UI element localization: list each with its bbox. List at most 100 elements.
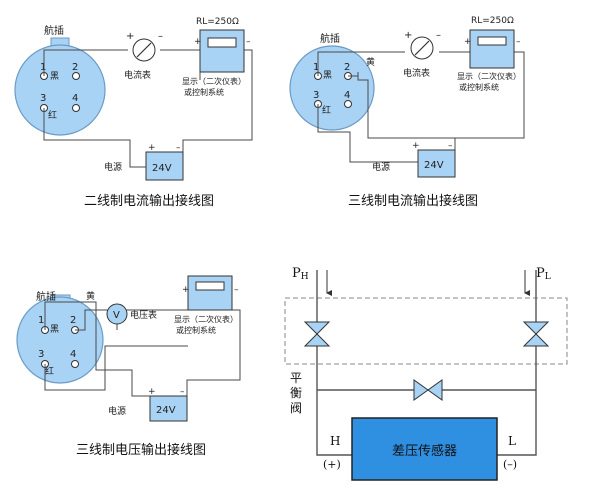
- pin-3-wire-color: 红: [322, 104, 331, 116]
- low-port-label: L: [508, 434, 516, 448]
- high-side-valve: [303, 321, 331, 335]
- wire-ammeter-to-display: [160, 49, 201, 80]
- wire-display-to-power: [186, 309, 241, 396]
- ammeter-needle: [136, 42, 152, 58]
- pin-3-wire-color: 红: [48, 109, 57, 121]
- pin-2: [72, 72, 80, 80]
- wire-ammeter-to-display: [439, 51, 471, 60]
- power-supply: [149, 395, 188, 422]
- pin-4: [344, 100, 352, 108]
- wire-pin3-to-voltmeter: [44, 345, 188, 391]
- wire-pin3-to-power: [317, 104, 418, 163]
- diagram-caption: 二线制电流输出接线图: [84, 193, 214, 209]
- high-port-label: H: [330, 434, 340, 448]
- pin-4: [71, 360, 79, 368]
- display-screen: [195, 281, 225, 291]
- display-minus: –: [246, 37, 251, 47]
- load-resistance-label: RL=250Ω: [471, 16, 514, 26]
- wire-pin3-to-power: [43, 108, 146, 168]
- diagram-caption: 三线制电压输出接线图: [76, 442, 206, 458]
- low-port-sign: (–): [503, 458, 517, 471]
- diagram-two-wire-current: 航插 1 2 3 4 黑 红 + – 电流表 RL=250Ω + – 显示（二次…: [14, 17, 253, 209]
- ph-label: PH: [292, 266, 309, 282]
- pin-4-number: 4: [70, 349, 76, 360]
- voltmeter-label: 电压表: [130, 309, 157, 321]
- pin-2-wire-color: 黄: [366, 56, 375, 68]
- valve-manifold-outline: [284, 297, 568, 365]
- ammeter-label: 电流表: [124, 69, 151, 81]
- balance-valve-label-3: 阀: [290, 401, 302, 415]
- wire-pin2-to-display: [75, 309, 188, 331]
- pin-2-wire-color: 黄: [86, 290, 95, 302]
- diagram-three-wire-voltage: 航插 1 2 3 4 黑 红 黄 V 电压表 + – 显示（二次仪表） 或控制系…: [16, 275, 241, 458]
- pin-3-number: 3: [313, 90, 319, 101]
- low-side-valve-lower: [522, 333, 550, 347]
- ammeter-minus: –: [158, 31, 163, 42]
- ammeter-minus: –: [436, 30, 441, 41]
- display-screen: [477, 36, 507, 46]
- wire-pin1-to-ammeter: [43, 49, 128, 76]
- power-minus: –: [448, 141, 453, 151]
- power-minus: –: [180, 387, 185, 397]
- differential-pressure-sensor: [351, 417, 498, 481]
- pin-3-wire-color: 红: [45, 365, 54, 377]
- aviation-connector: [16, 296, 104, 384]
- pin-1-number: 1: [313, 62, 319, 73]
- sensor-label: 差压传感器: [392, 443, 457, 459]
- display-screen: [207, 37, 237, 48]
- power-voltage: 24V: [424, 160, 444, 171]
- power-supply: [145, 151, 184, 181]
- display-instrument: [469, 29, 515, 69]
- pl-label: PL: [536, 266, 551, 282]
- pin-3-number: 3: [40, 93, 46, 104]
- connector-label: 航插: [320, 32, 340, 45]
- display-label-line1: 显示（二次仪表）: [457, 71, 521, 81]
- pin-4-number: 4: [344, 90, 350, 101]
- voltmeter-symbol: V: [113, 310, 120, 321]
- ammeter-plus: +: [404, 30, 412, 41]
- low-side-valve: [522, 321, 550, 335]
- pin-2-number: 2: [70, 315, 76, 326]
- display-plus: +: [182, 285, 190, 295]
- display-label-line2: 或控制系统: [459, 82, 499, 92]
- ammeter-label: 电流表: [403, 67, 430, 79]
- aviation-connector: [289, 45, 375, 131]
- ammeter-needle: [414, 40, 430, 56]
- pin-2-number: 2: [344, 62, 350, 73]
- display-minus: –: [234, 285, 239, 295]
- power-voltage: 24V: [156, 405, 176, 416]
- diagram-three-wire-current: 航插 1 2 3 4 黑 红 黄 + – 电流表 RL=250Ω + – 显示（…: [289, 16, 525, 209]
- pin-1-number: 1: [38, 315, 44, 326]
- power-plus: +: [412, 141, 420, 151]
- power-plus: +: [148, 143, 156, 153]
- pin-1-wire-color: 黑: [323, 70, 332, 81]
- pin-3-number: 3: [38, 349, 44, 360]
- pin-1-number: 1: [40, 62, 46, 73]
- pin-1-wire-color: 黑: [50, 324, 59, 335]
- wire-pin1-to-ammeter: [317, 51, 405, 76]
- display-instrument: [187, 275, 233, 311]
- pin-4: [72, 104, 80, 112]
- voltmeter: [106, 303, 128, 325]
- diagram-differential-pressure-piping: PH PL 平 衡 阀 差压传感器 H L (+) (–): [284, 266, 568, 481]
- display-plus: +: [194, 37, 202, 47]
- balance-valve: [413, 379, 429, 401]
- pin-2-number: 2: [72, 62, 78, 73]
- power-label: 电源: [104, 161, 122, 173]
- wire-pin1-to-power: [44, 301, 150, 397]
- display-label-line2: 或控制系统: [184, 87, 224, 97]
- connector-label: 航插: [44, 24, 64, 37]
- power-voltage: 24V: [152, 163, 172, 174]
- display-minus: –: [516, 37, 521, 47]
- load-resistance-label: RL=250Ω: [196, 17, 239, 27]
- power-minus: –: [176, 143, 181, 153]
- diagram-caption: 三线制电流输出接线图: [348, 193, 478, 209]
- aviation-connector: [14, 44, 106, 136]
- power-label: 电源: [372, 161, 390, 173]
- connector-label: 航插: [36, 290, 56, 303]
- pin-1-wire-color: 黑: [50, 71, 59, 82]
- balance-valve-label-1: 平: [290, 371, 302, 385]
- display-label-line2: 或控制系统: [176, 325, 216, 335]
- balance-valve-label-2: 衡: [290, 386, 302, 400]
